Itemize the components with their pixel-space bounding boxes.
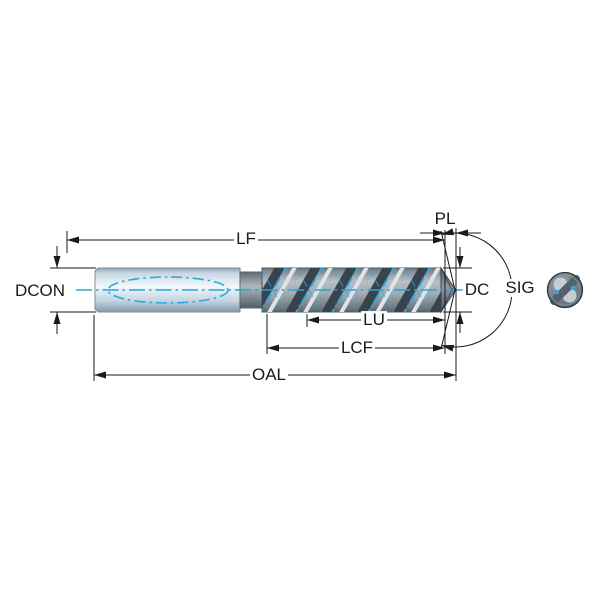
end-view-inner-ring — [549, 274, 581, 306]
label-pl: PL — [432, 209, 458, 229]
coolant-lens-shank — [107, 276, 229, 304]
drill-end-view — [546, 271, 584, 309]
coolant-helix-front — [262, 268, 431, 312]
end-view-coolant-hole-2 — [570, 285, 576, 291]
coolant-channel-lines — [107, 268, 431, 312]
end-view-coolant-hole-1 — [554, 289, 560, 295]
label-sig: SIG — [503, 278, 537, 298]
label-dc: DC — [462, 280, 492, 300]
dimensions — [50, 226, 513, 381]
coolant-helix-back — [262, 268, 431, 312]
end-view-outer-ring — [547, 272, 583, 308]
label-lf: LF — [234, 229, 258, 249]
label-lcf: LCF — [338, 338, 376, 358]
label-oal: OAL — [249, 365, 289, 385]
end-view-web — [550, 275, 580, 305]
dimension-dcon — [50, 246, 96, 334]
label-dcon: DCON — [12, 281, 68, 301]
label-lu: LU — [361, 310, 387, 330]
